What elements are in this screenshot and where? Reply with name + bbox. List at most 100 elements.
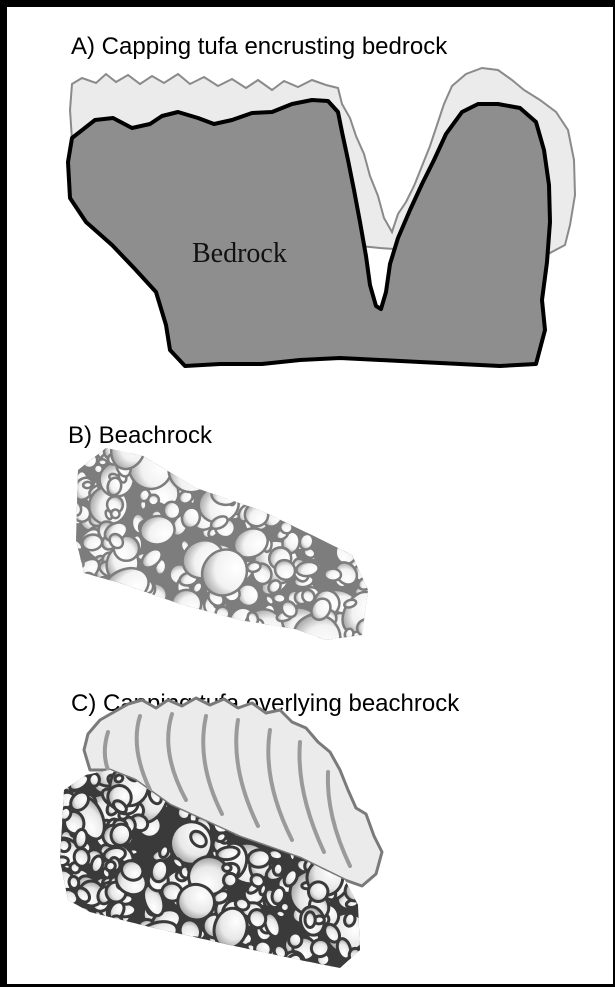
clast <box>288 476 299 487</box>
clast <box>280 444 340 505</box>
clast <box>249 482 271 505</box>
clast <box>105 589 119 603</box>
clast <box>79 943 88 954</box>
clast <box>202 616 225 642</box>
clast <box>319 481 356 518</box>
clast <box>301 510 311 520</box>
clast <box>93 612 118 638</box>
clast <box>261 455 276 470</box>
clast <box>75 912 96 933</box>
clast <box>105 933 121 951</box>
clast <box>302 465 320 481</box>
clast <box>324 568 341 581</box>
clast <box>101 942 121 956</box>
clast <box>127 931 140 943</box>
clast <box>234 477 248 490</box>
clast <box>344 628 355 641</box>
clast <box>85 612 113 640</box>
clast <box>74 829 88 849</box>
clast <box>235 443 259 466</box>
clast <box>70 587 92 610</box>
clast <box>113 606 128 622</box>
clast <box>170 462 181 475</box>
clast <box>71 595 95 620</box>
clast <box>110 601 119 609</box>
clast <box>160 936 169 944</box>
clast <box>255 480 276 501</box>
clast <box>359 482 375 498</box>
clast <box>329 508 343 519</box>
clast <box>251 491 264 502</box>
panel-a-diagram: Bedrock <box>68 68 575 366</box>
clast <box>94 623 115 642</box>
clast <box>218 471 231 481</box>
panel-b-diagram <box>66 423 394 664</box>
clast <box>54 856 69 866</box>
clast <box>313 450 327 463</box>
clast <box>207 956 230 980</box>
bedrock-shape <box>68 100 550 366</box>
clast <box>353 440 376 460</box>
clast <box>356 478 364 487</box>
clast <box>108 583 119 594</box>
beachrock-clasts <box>66 423 394 664</box>
clast <box>112 934 123 944</box>
clast <box>204 455 231 482</box>
clast <box>203 450 229 478</box>
clast <box>56 778 66 788</box>
clast <box>59 905 80 926</box>
clast <box>144 956 159 971</box>
clast <box>211 450 229 465</box>
clast <box>198 629 210 641</box>
clast <box>273 863 284 876</box>
clast <box>87 613 98 623</box>
clast <box>89 773 100 786</box>
clast <box>100 610 122 632</box>
clast <box>148 441 162 455</box>
clast <box>342 517 352 527</box>
clast <box>169 621 193 643</box>
clast <box>110 509 120 519</box>
clast <box>252 460 263 470</box>
clast <box>108 937 125 953</box>
clast <box>293 477 315 498</box>
clast <box>344 515 359 533</box>
clast <box>170 609 187 626</box>
clast <box>294 510 304 522</box>
clast <box>240 454 255 469</box>
clast <box>216 624 231 640</box>
clast <box>100 613 124 635</box>
clast <box>57 922 67 933</box>
clast <box>110 957 127 976</box>
clast <box>201 625 220 643</box>
clast <box>136 931 157 947</box>
clast <box>357 444 375 463</box>
clast <box>210 626 238 654</box>
clast <box>338 449 355 466</box>
clast <box>240 470 250 484</box>
clast <box>293 488 318 514</box>
clast <box>111 931 128 948</box>
clast <box>117 956 138 978</box>
clast <box>186 444 230 486</box>
clast <box>147 937 174 964</box>
clast <box>66 935 89 951</box>
clast <box>286 476 310 501</box>
clast <box>114 774 124 784</box>
clast <box>303 507 314 521</box>
clast <box>90 608 107 626</box>
clast <box>82 615 108 634</box>
clast <box>188 461 207 482</box>
clast <box>149 626 162 636</box>
clast <box>290 459 340 512</box>
clast <box>247 447 266 467</box>
clast <box>221 953 239 971</box>
clast <box>252 457 276 480</box>
clast <box>182 606 202 626</box>
clast <box>277 496 299 516</box>
clast <box>113 587 121 597</box>
clast <box>289 445 319 474</box>
bedrock-label: Bedrock <box>192 238 287 269</box>
clast <box>297 426 352 481</box>
